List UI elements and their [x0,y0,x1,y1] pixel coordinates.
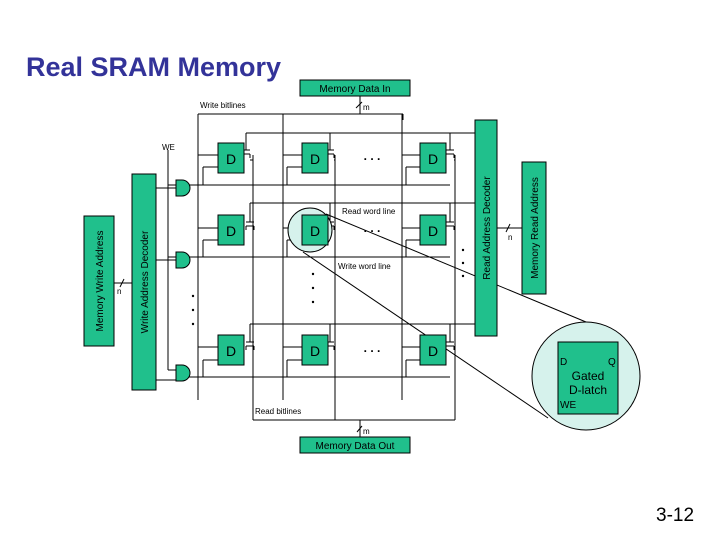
cell-d-0-0 [217,142,245,174]
write-address-decoder-label: Write Address Decoder [140,230,151,333]
write-bitlines-label: Write bitlines [200,101,246,110]
and-gate-1 [175,251,191,269]
cell-d-n-n [419,334,447,366]
bus-slash [119,278,125,288]
cell-label: D [428,223,438,239]
cell-d-0-1 [301,142,329,174]
bus-slash [505,223,511,233]
page-number: 3-12 [656,505,695,526]
latch-we-pin: WE [560,400,576,411]
memory-data-in-box [299,79,411,97]
latch-name-line1: Gated [572,369,605,383]
cell-label: D [310,343,320,359]
cell-d-1-n [419,214,447,246]
read-address-decoder-label: Read Address Decoder [482,176,493,280]
and-gate-0 [175,179,191,197]
latch-d-pin: D [560,357,567,368]
cell-label: D [226,223,236,239]
data-out-width-label: m [363,427,370,436]
memory-data-in-label: Memory Data In [319,84,390,95]
memory-write-address-label: Memory Write Address [95,231,106,332]
cell-d-n-0 [217,334,245,366]
memory-data-out-label: Memory Data Out [316,441,395,452]
gated-d-latch-box [557,341,619,415]
cell-label: D [226,343,236,359]
read-word-line-label: Read word line [342,207,396,216]
slide-title: Real SRAM Memory [26,52,282,82]
cell-label: D [428,151,438,167]
read-address-decoder-box [474,119,498,337]
memory-data-out-box [299,436,411,454]
data-in-width-label: m [363,103,370,112]
we-label: WE [162,143,175,152]
cell-d-1-0 [217,214,245,246]
row-ellipsis [191,248,465,326]
column-ellipsis: . . . [364,149,381,163]
memory-read-address-label: Memory Read Address [530,177,541,279]
cell-d-n-1 [301,334,329,366]
memory-write-address-box [83,215,115,347]
cell-wiring [198,154,420,377]
cell-d-1-1 [301,214,329,246]
cell-label: D [310,223,320,239]
write-word-line-label: Write word line [338,262,391,271]
latch-name-line2: D-latch [569,383,607,397]
and-gate-n [175,364,191,382]
bus-slash [355,101,363,109]
cell-d-0-n [419,142,447,174]
cell-label: D [226,151,236,167]
cell-label: D [428,343,438,359]
cell-label: D [310,151,320,167]
read-addr-width-label: n [508,233,512,242]
write-addr-width-label: n [117,287,121,296]
latch-q-pin: Q [608,357,616,368]
memory-read-address-box [521,161,547,295]
column-ellipsis: . . . [364,221,381,235]
bus-slash [356,425,363,433]
column-ellipsis: . . . [364,341,381,355]
read-bitlines-label: Read bitlines [255,407,301,416]
write-address-decoder-box [131,173,157,391]
callout-line [325,213,587,323]
